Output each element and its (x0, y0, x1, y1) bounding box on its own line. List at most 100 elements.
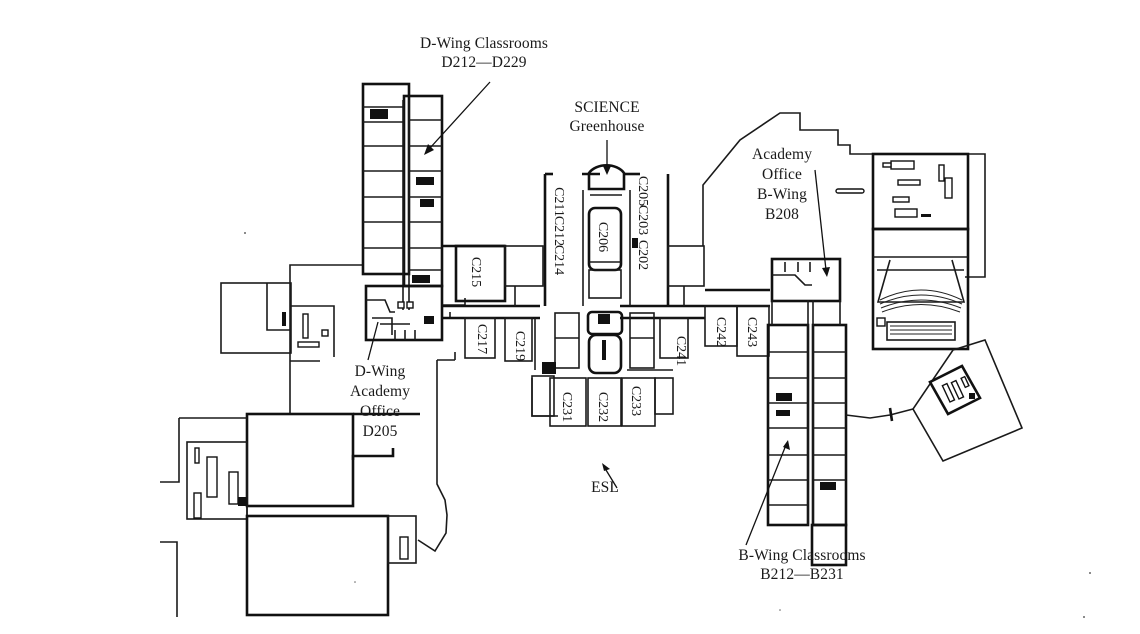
small-room (387, 515, 417, 564)
plan-shape (776, 410, 790, 416)
arrowhead-icon (603, 166, 611, 175)
leader-d205 (367, 321, 379, 361)
b-wing-classrooms-west (768, 351, 808, 506)
plan-shape (776, 393, 792, 401)
plan-shape (1089, 572, 1091, 574)
central-room (587, 333, 623, 375)
callout-d-wing-classrooms: D-Wing Classrooms D212—D229 (404, 34, 564, 72)
plan-shape (779, 609, 781, 611)
plan-shape (886, 321, 956, 341)
room-c231 (549, 377, 587, 427)
west-annex-partition (266, 283, 291, 331)
fixture (302, 313, 309, 339)
fixture (228, 471, 239, 505)
callout-line: Greenhouse (569, 118, 645, 135)
plan-shape (880, 299, 962, 309)
plan-shape (370, 109, 388, 119)
plan-shape (424, 316, 434, 324)
plan-shape (881, 304, 961, 313)
plan-shape (944, 177, 953, 199)
callout-line: B-Wing Classrooms (738, 547, 866, 564)
d-wing-classrooms-west (363, 106, 403, 249)
room-label: C212 (551, 215, 567, 247)
room-label: C243 (744, 316, 760, 348)
central-south (464, 310, 689, 427)
arrowhead-icon (424, 144, 434, 155)
auditorium-block (835, 152, 970, 351)
room-c219 (504, 317, 533, 362)
wall (888, 407, 894, 422)
arrowhead-icon (602, 463, 610, 471)
plan-shape (598, 314, 610, 324)
leader-b208 (814, 169, 827, 271)
scan-noise (244, 232, 1091, 618)
wall (772, 274, 812, 286)
west-corridor-outline (289, 264, 362, 352)
callout-line: Office (360, 403, 400, 420)
room-label: C219 (512, 330, 528, 362)
plan-shape (397, 301, 405, 309)
plan-shape (969, 393, 975, 399)
callout-science-greenhouse: SCIENCE Greenhouse (557, 98, 657, 136)
room-label: C211 (550, 187, 566, 217)
callout-line: D-Wing Classrooms (419, 35, 549, 52)
room-label: C205 (635, 175, 651, 207)
wall (160, 418, 180, 483)
plan-shape (835, 188, 865, 194)
plan-shape (882, 162, 892, 168)
fixture (321, 329, 329, 337)
arrowhead-icon (783, 440, 790, 450)
plan-shape (892, 196, 910, 203)
plan-shape (1083, 616, 1085, 618)
callout-line: ESL (591, 479, 619, 496)
leader-b-wing-classrooms (745, 444, 787, 546)
room-c217 (464, 317, 496, 359)
plan-shape (938, 164, 945, 182)
greenhouse (587, 163, 626, 191)
plan-shape (960, 375, 970, 389)
plan-shape (364, 284, 444, 342)
room-label: C215 (468, 256, 484, 288)
callout-line: D-Wing (354, 363, 406, 380)
plan-shape (554, 312, 580, 369)
callout-line: B212—B231 (760, 566, 844, 583)
plan-shape (354, 581, 356, 583)
room-label: C203 (635, 204, 651, 236)
plan-shape (632, 238, 638, 248)
east-outline (702, 112, 986, 278)
b-wing (766, 257, 848, 567)
plan-shape (416, 177, 434, 185)
b-wing-east-rooms (811, 323, 848, 527)
rotated-annex (845, 339, 1024, 463)
room-label: C233 (628, 385, 644, 417)
gym-room (245, 412, 355, 508)
wall (366, 299, 395, 313)
plan-shape (921, 214, 931, 217)
wall (845, 408, 914, 419)
fixture (206, 456, 218, 498)
leader-lines (367, 81, 830, 546)
west-annex (220, 264, 362, 414)
west-annex-stair (282, 312, 286, 326)
d205-office-cluster (364, 284, 466, 342)
plan-shape (879, 294, 963, 305)
rotated-annex-room (928, 364, 982, 416)
room-label: C242 (713, 316, 729, 348)
auditorium (871, 227, 970, 351)
plan-shape (654, 377, 674, 415)
room-label: C202 (635, 239, 651, 271)
stair-block (238, 497, 247, 506)
plan-shape (406, 301, 414, 309)
wall (372, 317, 393, 335)
b208-office-cluster (770, 257, 842, 303)
room-c214-annex (504, 245, 544, 287)
callout-esl: ESL (580, 478, 630, 497)
room-label: C241 (673, 335, 689, 367)
callout-line: Office (762, 166, 802, 183)
west-annex-room (220, 282, 292, 354)
wall (351, 448, 395, 460)
plan-shape (420, 199, 434, 207)
south-west-annex (160, 352, 456, 617)
plan-shape (879, 289, 963, 301)
